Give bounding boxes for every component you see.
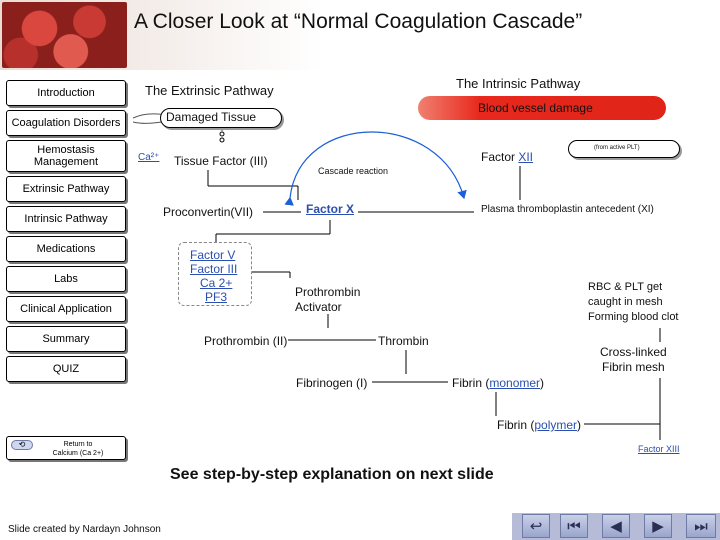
sidebar-item-label: Clinical Application <box>20 303 112 315</box>
rbc-plt-line-2: caught in mesh <box>588 296 663 308</box>
factor-v-link[interactable]: Factor V <box>190 248 236 262</box>
previous-slide-button[interactable]: ◀ <box>602 514 630 538</box>
sidebar-item-medications[interactable]: Medications <box>6 236 126 262</box>
return-button[interactable]: ↩ <box>522 514 550 538</box>
sidebar-item-extrinsic-pathway[interactable]: Extrinsic Pathway <box>6 176 126 202</box>
damaged-tissue-label: Damaged Tissue <box>166 110 257 124</box>
ca-link[interactable]: Ca²⁺ <box>138 152 160 163</box>
last-slide-button[interactable]: ⏭ <box>686 514 716 538</box>
fibrin-polymer-suffix: ) <box>577 418 582 432</box>
tissue-factor-label: Tissue Factor (III) <box>174 154 268 168</box>
factor-xii-label: Factor XII <box>481 150 534 164</box>
return-line-1: Return to <box>63 441 93 448</box>
sidebar-item-label: Labs <box>54 273 78 285</box>
thrombin-label: Thrombin <box>378 334 429 348</box>
extrinsic-pathway-title: The Extrinsic Pathway <box>145 83 274 98</box>
fibrin-polymer-label: Fibrin (polymer) <box>497 418 581 432</box>
factor-iii-link[interactable]: Factor III <box>190 262 238 276</box>
sidebar-item-summary[interactable]: Summary <box>6 326 126 352</box>
polymer-link[interactable]: polymer <box>534 418 578 432</box>
sidebar-item-label: Summary <box>42 333 90 345</box>
monomer-link[interactable]: monomer <box>489 376 541 390</box>
sidebar-item-intrinsic-pathway[interactable]: Intrinsic Pathway <box>6 206 126 232</box>
next-slide-button[interactable]: ▶ <box>644 514 672 538</box>
rbc-plt-line-3: Forming blood clot <box>588 311 679 323</box>
return-icon: ↩ <box>529 518 543 535</box>
sidebar-item-label: Hemostasis Management <box>33 144 99 168</box>
next-slide-icon: ▶ <box>652 518 664 535</box>
last-slide-icon: ⏭ <box>694 517 708 535</box>
fibrin-monomer-prefix: Fibrin ( <box>452 376 490 390</box>
cofactor-box <box>178 242 252 306</box>
sidebar-item-label: Coagulation Disorders <box>11 117 121 129</box>
ca-2plus-link[interactable]: Ca 2+ <box>200 276 233 290</box>
sidebar-item-label: Medications <box>36 243 96 255</box>
factor-xii-link[interactable]: XII <box>518 150 534 164</box>
sidebar-item-label: Extrinsic Pathway <box>22 183 110 195</box>
next-slide-note: See step-by-step explanation on next sli… <box>170 466 494 483</box>
rbc-plt-note: RBC & PLT get caught in mesh Forming blo… <box>588 280 679 325</box>
slide-credit: Slide created by Nardayn Johnson <box>8 524 161 535</box>
sidebar-item-labs[interactable]: Labs <box>6 266 126 292</box>
sidebar-item-clinical-application[interactable]: Clinical Application <box>6 296 126 322</box>
sidebar-item-label: QUIZ <box>52 363 80 375</box>
sidebar-item-label: Intrinsic Pathway <box>24 213 108 225</box>
sidebar-item-coagulation-disorders[interactable]: Coagulation Disorders <box>6 110 126 136</box>
return-line-2: Calcium (Ca 2+) <box>52 450 104 457</box>
cross-linked-line-1: Cross-linked <box>600 345 667 359</box>
blood-vessel-damage-label: Blood vessel damage <box>478 101 593 115</box>
blood-vessel-damage-banner <box>418 96 666 120</box>
factor-xiii-link[interactable]: Factor XIII <box>638 444 680 454</box>
sidebar-item-quiz[interactable]: QUIZ <box>6 356 126 382</box>
intrinsic-pathway-title: The Intrinsic Pathway <box>456 76 581 91</box>
return-to-calcium-button[interactable]: ⟲ Return to Calcium (Ca 2+) <box>6 436 126 460</box>
sidebar-item-label: Introduction <box>37 87 95 99</box>
sidebar-item-hemostasis-management[interactable]: Hemostasis Management <box>6 140 126 172</box>
cross-linked-line-2: Fibrin mesh <box>602 360 665 374</box>
fibrin-polymer-prefix: Fibrin ( <box>497 418 535 432</box>
sidebar-item-introduction[interactable]: Introduction <box>6 80 126 106</box>
first-slide-button[interactable]: ⏮ <box>560 514 588 538</box>
first-slide-icon: ⏮ <box>567 517 581 535</box>
rbc-plt-line-1: RBC & PLT get <box>588 281 663 293</box>
damaged-tissue-bubble <box>160 108 282 128</box>
page-title: A Closer Look at “Normal Coagulation Cas… <box>134 10 583 33</box>
fibrinogen-label: Fibrinogen (I) <box>296 376 368 390</box>
cascade-reaction-label: Cascade reaction <box>318 166 389 176</box>
red-blood-cells-image <box>2 2 127 68</box>
cross-linked-note: Cross-linked Fibrin mesh <box>600 345 667 375</box>
proconvertin-label: Proconvertin(VII) <box>163 205 254 219</box>
factor-x-link[interactable]: Factor X <box>306 202 355 216</box>
prothrombin-label: Prothrombin (II) <box>204 334 288 348</box>
prothrombin-activator-label: Prothrombin Activator <box>295 285 361 314</box>
return-arrow-icon: ⟲ <box>11 440 33 450</box>
plasma-thromboplastin-label: Plasma thromboplastin antecedent (XI) <box>481 204 654 215</box>
active-plt-bubble <box>568 140 680 158</box>
return-button-label: Return to Calcium (Ca 2+) <box>33 440 123 458</box>
fibrin-monomer-label: Fibrin (monomer) <box>452 376 544 390</box>
fibrin-monomer-suffix: ) <box>540 376 545 390</box>
previous-slide-icon: ◀ <box>610 518 622 535</box>
pf3-link[interactable]: PF3 <box>205 290 228 304</box>
from-active-plt-label: (from active PLT) <box>594 145 640 151</box>
